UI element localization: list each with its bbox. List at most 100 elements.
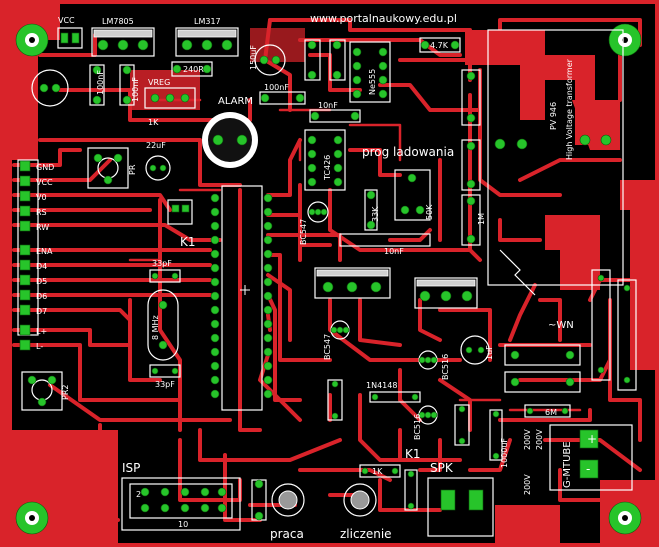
d-1n4148-label: 1N4148 (366, 381, 397, 390)
resistor-240r (171, 61, 213, 77)
mounting-hole-top-right (608, 23, 642, 57)
pr2-trimmer (21, 371, 63, 411)
lm7805-label: LM7805 (102, 17, 134, 26)
mosfet-b (414, 277, 478, 309)
board-url: www.portalnaukowy.edu.pl (310, 12, 457, 25)
hv-diodes-left (591, 269, 611, 381)
hv-capacitor-a (504, 344, 581, 366)
v200-b-label: 200V (535, 429, 544, 450)
c-33pf-a-label: 33pF (152, 259, 172, 268)
led-section: praca zliczenie (251, 479, 392, 541)
c-22uf-label: 22uF (146, 141, 166, 150)
hv-diodes-right (617, 279, 637, 391)
prog-label: prog ladowania (362, 145, 454, 159)
resistor-1k-spk (359, 464, 401, 478)
gmtube-minus-label: - (586, 462, 590, 476)
capacitor-150uf-top (254, 44, 286, 76)
lcd-pin-rs: RS (36, 208, 47, 217)
r-1k-spk-label: 1K (372, 467, 383, 476)
k1-label: K1 (180, 235, 196, 249)
c-1uf-label: 1uF (485, 345, 494, 360)
lcd-pin-gnd: GND (36, 163, 54, 172)
vreg-trimmer (144, 87, 196, 109)
g-mtube-connector (549, 424, 633, 491)
hv-label: High Voltage transformer (565, 58, 574, 160)
resistor-4-7k (419, 37, 461, 53)
capacitor-22uf (145, 155, 171, 181)
vcc-top-label: VCC (58, 16, 75, 25)
mounting-hole-top-left (15, 23, 49, 57)
zliczenie-label: zliczenie (340, 527, 392, 541)
speaker-connector (427, 477, 494, 537)
lm7805-regulator (91, 27, 155, 57)
gmtube-plus-label: + (587, 432, 597, 446)
bc516-a-label: BC516 (441, 354, 450, 380)
v200-a-label: 200V (523, 429, 532, 450)
led-praca (271, 483, 305, 517)
capacitor-33pf-a (149, 269, 181, 283)
lcd-pin-ena: ENA (36, 247, 53, 256)
bc547-b-label: BC547 (323, 334, 332, 360)
alarm-buzzer: ALARM (202, 96, 258, 168)
bc516-b-label: BC516 (413, 414, 422, 440)
lcd-pin-v0: V0 (36, 193, 47, 202)
c-10nf-b-label: 10nF (384, 247, 404, 256)
hv-capacitor-b (504, 371, 581, 393)
r-50k-label: 50K (425, 204, 434, 220)
spk-label: SPK (430, 461, 454, 475)
pv-label: PV 946 (549, 102, 558, 130)
lcd-pin-d5: D5 (36, 277, 47, 286)
lcd-pin-d6: D6 (36, 292, 47, 301)
c-100nf-a-label: 100nF (96, 70, 105, 95)
lm317-label: LM317 (194, 17, 221, 26)
pr2-section: PR2 (21, 371, 70, 411)
c-10nf-a-label: 10nF (318, 101, 338, 110)
tc426-ic (304, 129, 346, 191)
r-1m-label: 1M (477, 213, 486, 225)
capacitor-150uf-left (31, 69, 69, 107)
pr1-trimmer (87, 147, 129, 189)
crystal-section: 33pF 8 MHz 33pF (147, 259, 181, 389)
r-6m-label: 6M (545, 408, 557, 417)
transistor-bc547-a (307, 201, 329, 223)
lcd-pin-d4: D4 (36, 262, 47, 271)
bc547-a-label: BC547 (299, 219, 308, 245)
isp-pin2-label: 2 (136, 490, 141, 499)
mcu-pins-left (210, 193, 220, 399)
isp-pin10-label: 10 (178, 520, 188, 529)
capacitor-10nf-a (309, 109, 361, 123)
isp-header (121, 477, 241, 531)
ne555-label: Ne555 (368, 69, 377, 95)
led-zliczenie (343, 483, 377, 517)
r-1k-label: 1K (148, 118, 159, 127)
lcd-pin-d7: D7 (36, 307, 47, 316)
wn-label: ~WN (548, 320, 574, 331)
lcd-pin-rw: RW (36, 223, 49, 232)
speaker-section: 1K SPK (359, 461, 494, 537)
tc426-label: TC426 (323, 155, 332, 181)
hv-transformer: PV 946 High Voltage transformer ~WN (487, 29, 624, 331)
c-100nf-c-label: 100nF (264, 83, 289, 92)
lcd-pin-l-plus: L+ (36, 327, 47, 336)
ne555-ic (349, 41, 391, 103)
mounting-hole-bottom-left (15, 501, 49, 535)
mounting-hole-bottom-right (608, 501, 642, 535)
r-240r-label: 240R (183, 65, 204, 74)
capacitor-33pf-b (149, 364, 181, 378)
lcd-header: GND VCC V0 RS RW ENA D4 D5 D6 D7 L+ L- (17, 159, 54, 351)
crystal-8mhz (147, 289, 179, 361)
microcontroller: K1 (180, 185, 273, 411)
resistor-33k (364, 189, 378, 231)
timer-section: Ne555 4.7K 10nF TC426 prog ladowania 50K… (299, 37, 486, 256)
c-100nf-b-label: 100nF (131, 77, 140, 102)
transformer-outline (487, 29, 624, 286)
capacitor-100nf-c (259, 91, 306, 105)
resistor-6m (524, 404, 571, 418)
c-1000uf-label: 1000uF (500, 438, 509, 468)
diode-1n4148 (369, 391, 421, 403)
mcu-pins-right (263, 193, 273, 399)
mosfet-a (314, 267, 391, 299)
capacitor-1000uf (489, 409, 503, 461)
